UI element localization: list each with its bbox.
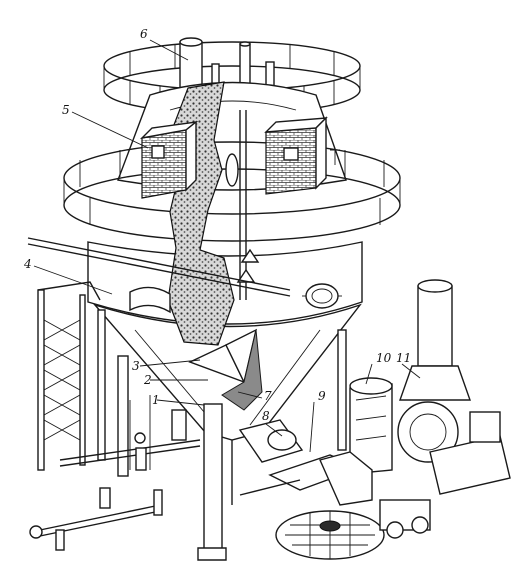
label-7: 7 [264, 389, 272, 403]
label-2: 2 [143, 373, 152, 387]
collector-platform [275, 499, 431, 560]
label-9: 9 [318, 389, 326, 403]
middle-platform-railing [63, 141, 401, 242]
exhaust-fan [397, 279, 511, 495]
label-5: 5 [62, 103, 70, 117]
label-8: 8 [262, 409, 270, 423]
support-legs [97, 309, 347, 561]
exhaust-pipe [179, 37, 275, 101]
label-4: 4 [23, 257, 32, 271]
deflector-cone [188, 328, 263, 411]
ladder-structure [37, 281, 101, 471]
air-heater-left [139, 120, 199, 199]
piping-manifold [29, 395, 201, 551]
cyclone-tank [319, 377, 393, 506]
label-10: 10 [376, 351, 392, 365]
label-1: 1 [152, 393, 160, 407]
label-6: 6 [140, 27, 148, 41]
leader-lines [33, 39, 421, 453]
air-heater-right [264, 116, 340, 195]
label-11: 11 [396, 351, 411, 365]
label-3: 3 [132, 359, 140, 373]
feed-column [225, 110, 260, 300]
feed-pipeline [27, 237, 291, 314]
